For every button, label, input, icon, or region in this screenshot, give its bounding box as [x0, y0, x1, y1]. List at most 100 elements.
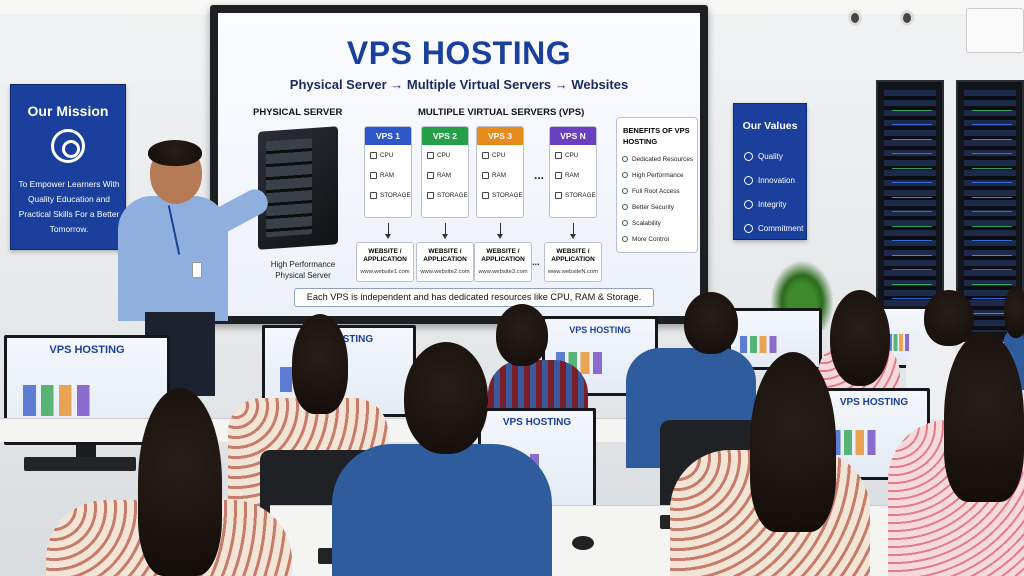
student-hair [496, 304, 548, 366]
monitor-screen-title: VPS HOSTING [502, 417, 572, 428]
vps-card-2: VPS 2 CPU RAM STORAGE [421, 126, 469, 218]
website-card-url: www.website2.com [420, 269, 470, 275]
vps-cpu-label: CPU [437, 151, 451, 159]
check-circle-icon [622, 204, 628, 210]
vps-card-title: VPS N [550, 127, 596, 145]
lightbulb-icon [744, 175, 753, 185]
monitor-diagram [23, 384, 151, 416]
storage-icon [370, 191, 377, 199]
id-badge [192, 262, 202, 278]
main-display: VPS HOSTING Physical Server → Multiple V… [210, 5, 708, 324]
vps-ram-row: RAM [422, 165, 468, 185]
slide-subtitle: Physical Server → Multiple Virtual Serve… [289, 77, 629, 92]
value-item: Commitment [744, 216, 803, 240]
student-shirt [332, 444, 552, 576]
value-item: Integrity [744, 192, 803, 216]
values-poster-title: Our Values [742, 120, 798, 132]
monitor-screen-title: VPS HOSTING [569, 325, 631, 335]
vps-storage-label: STORAGE [437, 191, 468, 199]
storage-icon [555, 191, 562, 199]
server-icon [258, 126, 338, 250]
check-circle-icon [622, 236, 628, 242]
presentation-slide: VPS HOSTING Physical Server → Multiple V… [218, 13, 700, 316]
website-card-url: www.website1.com [360, 269, 410, 275]
vps-storage-label: STORAGE [492, 191, 523, 199]
benefit-label: Full Root Access [632, 187, 680, 195]
monitor-screen-title: VPS HOSTING [839, 397, 909, 408]
benefits-panel: BENEFITS OF VPS HOSTING Dedicated Resour… [616, 117, 698, 253]
down-arrow-icon [497, 223, 503, 239]
vps-cpu-row: CPU [422, 145, 468, 165]
benefits-title: BENEFITS OF VPS HOSTING [623, 126, 690, 146]
ram-icon [482, 171, 489, 179]
student-hair [750, 352, 836, 532]
mission-poster-title: Our Mission [27, 103, 109, 119]
vps-storage-row: STORAGE [477, 185, 523, 205]
handshake-icon [744, 223, 753, 233]
vps-storage-label: STORAGE [380, 191, 411, 199]
vps-cpu-row: CPU [550, 145, 596, 165]
student-hair [830, 290, 890, 386]
mission-poster: Our Mission To Empower Learners With Qua… [10, 84, 126, 250]
website-card-url: www.websiteN.com [547, 269, 599, 275]
value-label: Quality [758, 151, 783, 161]
vps-cpu-label: CPU [380, 151, 394, 159]
benefit-label: High Performance [632, 171, 684, 179]
benefit-label: More Control [632, 235, 669, 243]
vps-ram-label: RAM [380, 171, 394, 179]
website-card-title: WEBSITE / APPLICATION [551, 248, 595, 263]
vps-cpu-row: CPU [477, 145, 523, 165]
slide-title: VPS HOSTING [346, 35, 572, 71]
benefit-label: Better Security [632, 203, 674, 211]
website-card-title: WEBSITE / APPLICATION [423, 248, 467, 263]
values-poster: Our Values Quality Innovation Integrity … [733, 103, 807, 240]
storage-icon [427, 191, 434, 199]
physical-server-caption: High Performance Physical Server [270, 260, 336, 280]
benefit-label: Scalability [632, 219, 661, 227]
value-item: Innovation [744, 168, 803, 192]
vps-card-title: VPS 3 [477, 127, 523, 145]
security-camera-icon [900, 10, 914, 26]
benefit-label: Dedicated Resources [632, 155, 694, 163]
vps-card-1: VPS 1 CPU RAM STORAGE [364, 126, 412, 218]
vps-card-title: VPS 2 [422, 127, 468, 145]
vps-ram-label: RAM [437, 171, 451, 179]
benefit-item: High Performance [622, 167, 697, 183]
security-camera-icon [848, 10, 862, 26]
website-card-3: WEBSITE / APPLICATION www.website3.com [474, 242, 532, 282]
monitor-diagram [739, 336, 811, 353]
website-card-1: WEBSITE / APPLICATION www.website1.com [356, 242, 414, 282]
physical-server-label: PHYSICAL SERVER [253, 107, 343, 118]
benefit-item: Dedicated Resources [622, 151, 697, 167]
mouse [572, 536, 594, 550]
website-ellipsis: ... [532, 257, 540, 267]
vps-ram-label: RAM [565, 171, 579, 179]
benefit-item: More Control [622, 231, 697, 247]
website-card-title: WEBSITE / APPLICATION [481, 248, 525, 263]
website-card-2: WEBSITE / APPLICATION www.website2.com [416, 242, 474, 282]
value-label: Integrity [758, 199, 787, 209]
vps-ram-row: RAM [365, 165, 411, 185]
down-arrow-icon [442, 223, 448, 239]
vps-card-title: VPS 1 [365, 127, 411, 145]
cpu-icon [482, 151, 489, 159]
vps-card-n: VPS N CPU RAM STORAGE [549, 126, 597, 218]
monitor-stand [76, 445, 96, 459]
vps-cpu-row: CPU [365, 145, 411, 165]
cpu-icon [555, 151, 562, 159]
value-label: Innovation [758, 175, 795, 185]
vps-storage-row: STORAGE [365, 185, 411, 205]
mission-poster-text: To Empower Learners With Quality Educati… [18, 179, 120, 234]
vps-section-label: MULTIPLE VIRTUAL SERVERS (VPS) [418, 107, 585, 118]
benefit-item: Better Security [622, 199, 697, 215]
storage-icon [482, 191, 489, 199]
vps-ellipsis: ... [534, 168, 545, 182]
values-list: Quality Innovation Integrity Commitment [744, 144, 803, 240]
shield-icon [744, 199, 753, 209]
student-hair [1004, 286, 1024, 338]
website-card-title: WEBSITE / APPLICATION [363, 248, 407, 263]
medal-icon [744, 151, 753, 161]
down-arrow-icon [570, 223, 576, 239]
vps-ram-row: RAM [477, 165, 523, 185]
